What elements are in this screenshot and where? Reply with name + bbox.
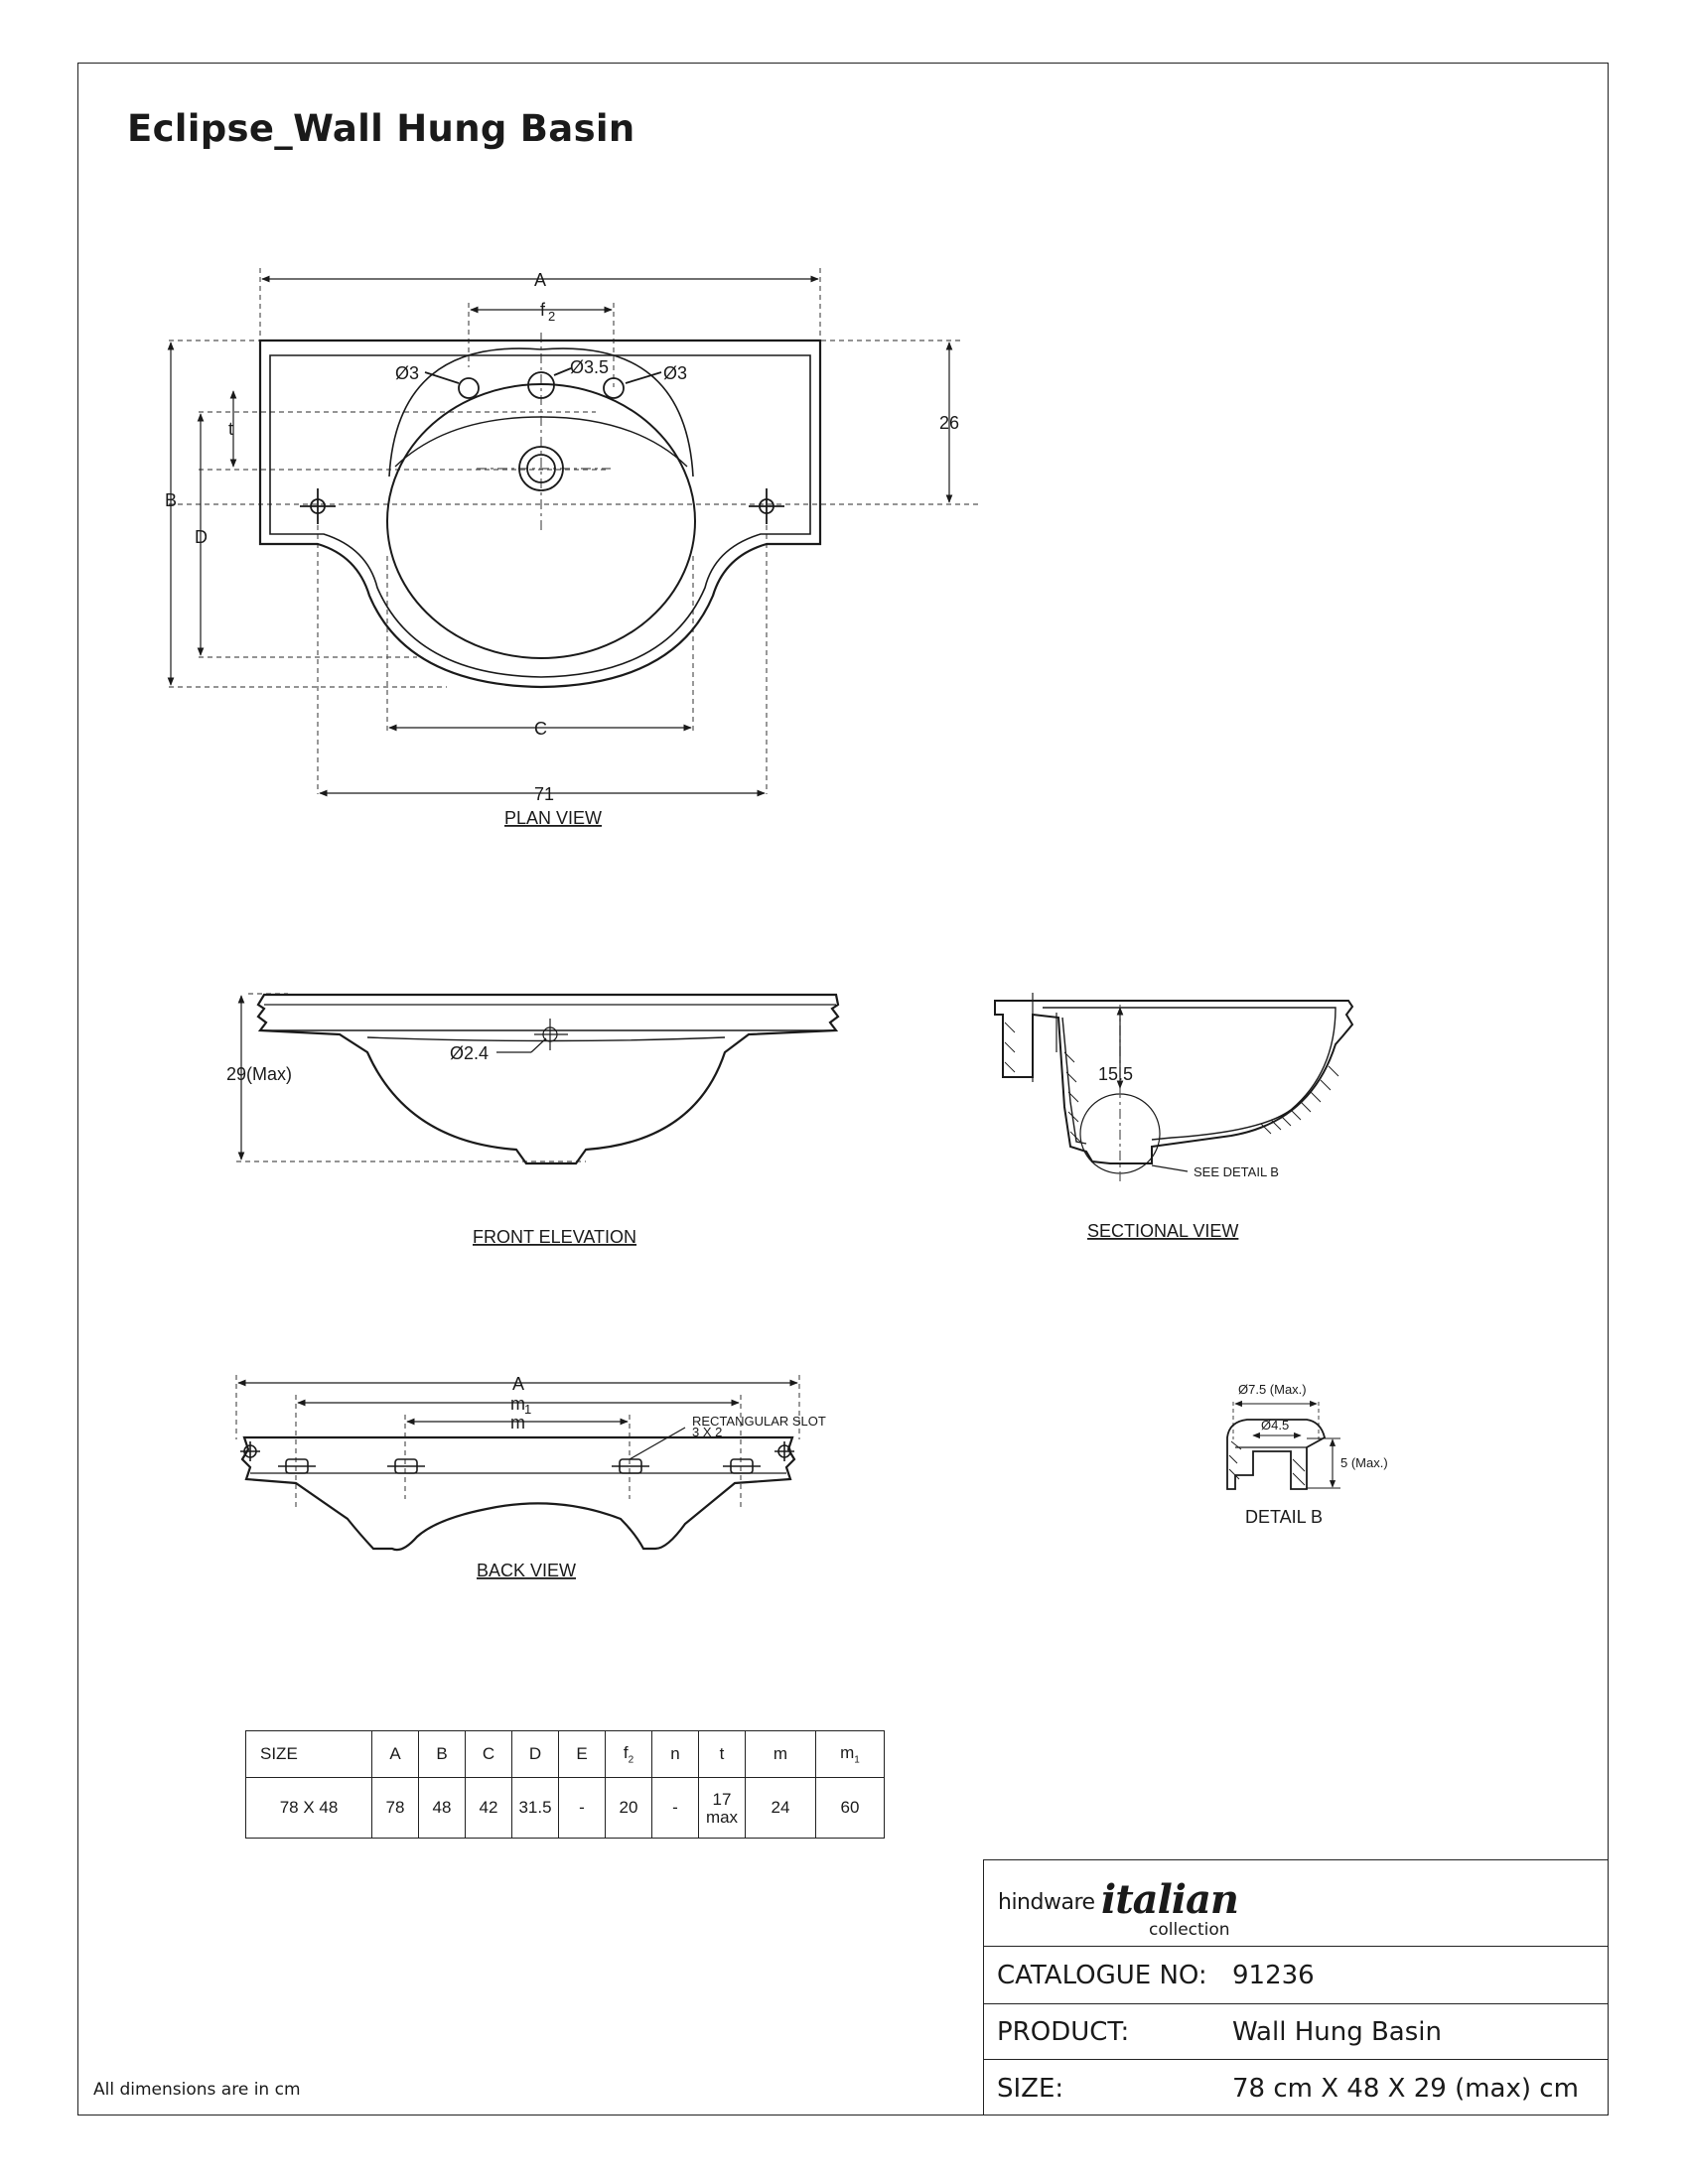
plan-dim-hole-right: Ø3 (663, 363, 687, 383)
back-view-label: BACK VIEW (477, 1561, 576, 1580)
table-header-cell: C (465, 1730, 512, 1778)
table-cell: 78 (371, 1777, 419, 1839)
section-dim-depth: 15.5 (1098, 1064, 1133, 1084)
size-label: SIZE: (997, 2073, 1064, 2104)
sectional-view-label: SECTIONAL VIEW (1087, 1221, 1238, 1241)
plan-dim-hole-center: Ø3.5 (570, 357, 609, 377)
table-header-cell: D (511, 1730, 559, 1778)
drawing-sheet-border (77, 63, 1609, 2116)
table-header-cell: A (371, 1730, 419, 1778)
plan-dim-D: D (195, 527, 208, 547)
brand-script: italian (1101, 1876, 1239, 1923)
detail-b (1226, 1400, 1340, 1490)
plan-dim-26: 26 (939, 413, 959, 433)
back-dim-m1: m (510, 1394, 525, 1414)
table-cell: 31.5 (511, 1777, 559, 1839)
plan-view (167, 268, 978, 797)
detail-b-label: DETAIL B (1245, 1507, 1323, 1527)
dimensions-note: All dimensions are in cm (93, 2080, 301, 2100)
detail-dim-outer: Ø7.5 (Max.) (1238, 1382, 1307, 1397)
plan-dimension-lines (167, 268, 978, 797)
size-value: 78 cm X 48 X 29 (max) cm (1232, 2073, 1579, 2104)
plan-tap-holes (300, 367, 784, 524)
plan-dim-A: A (534, 270, 546, 290)
plan-dim-hole-left: Ø3 (395, 363, 419, 383)
plan-view-label: PLAN VIEW (504, 808, 602, 828)
back-dim-m: m (510, 1413, 525, 1433)
table-header-cell: f2 (605, 1730, 652, 1778)
plan-dim-f2: f (540, 300, 546, 320)
detail-dim-height: 5 (Max.) (1340, 1455, 1388, 1470)
table-cell: - (651, 1777, 699, 1839)
plan-dim-B: B (165, 490, 177, 510)
plan-dim-f2-sub: 2 (548, 309, 555, 324)
plan-dim-t: t (228, 419, 233, 439)
front-elevation-label: FRONT ELEVATION (473, 1227, 636, 1247)
front-elevation (236, 993, 840, 1165)
plan-basin-outline (258, 339, 822, 689)
table-cell: - (558, 1777, 606, 1839)
sectional-view (994, 993, 1354, 1181)
catalogue-value: 91236 (1232, 1960, 1315, 1990)
brand-logo: hindware italian collection (998, 1876, 1296, 1940)
title-block: hindware italian collection CATALOGUE NO… (983, 1859, 1609, 2116)
table-cell: 48 (418, 1777, 466, 1839)
product-label: PRODUCT: (997, 2016, 1130, 2047)
product-value: Wall Hung Basin (1232, 2016, 1442, 2047)
catalogue-label: CATALOGUE NO: (997, 1960, 1207, 1990)
detail-dim-inner: Ø4.5 (1261, 1418, 1289, 1433)
table-cell: 20 (605, 1777, 652, 1839)
table-header-cell: t (698, 1730, 746, 1778)
section-callout-detail: SEE DETAIL B (1194, 1164, 1279, 1179)
table-header-cell: m1 (815, 1730, 885, 1778)
table-header-cell: m (745, 1730, 816, 1778)
table-cell: 24 (745, 1777, 816, 1839)
back-slot-label: RECTANGULAR SLOT (692, 1414, 826, 1429)
plan-dim-71: 71 (534, 784, 554, 804)
table-cell: 60 (815, 1777, 885, 1839)
catalogue-row: CATALOGUE NO: 91236 (984, 1946, 1608, 2003)
drawing-title: Eclipse_Wall Hung Basin (127, 107, 635, 150)
table-header-cell: n (651, 1730, 699, 1778)
dimension-table: SIZE A B C D E f2 n t m m1 78 X 48 78 48… (245, 1730, 885, 1839)
table-header-cell: E (558, 1730, 606, 1778)
table-cell: 42 (465, 1777, 512, 1839)
front-dim-height: 29(Max) (226, 1064, 292, 1084)
front-dim-waste: Ø2.4 (450, 1043, 489, 1063)
table-header-cell: B (418, 1730, 466, 1778)
back-dim-A: A (512, 1374, 524, 1394)
brand-collection: collection (1149, 1920, 1230, 1940)
back-dim-m1-sub: 1 (524, 1402, 531, 1417)
brand-name: hindware (998, 1890, 1095, 1915)
size-row: SIZE: 78 cm X 48 X 29 (max) cm (984, 2059, 1608, 2116)
plan-dim-C: C (534, 719, 547, 739)
back-slot-size: 3 X 2 (692, 1425, 722, 1439)
table-header-row: SIZE A B C D E f2 n t m m1 (245, 1730, 885, 1778)
table-header-cell: SIZE (245, 1730, 372, 1778)
back-view (235, 1375, 800, 1552)
table-cell: 78 X 48 (245, 1777, 372, 1839)
product-row: PRODUCT: Wall Hung Basin (984, 2003, 1608, 2059)
